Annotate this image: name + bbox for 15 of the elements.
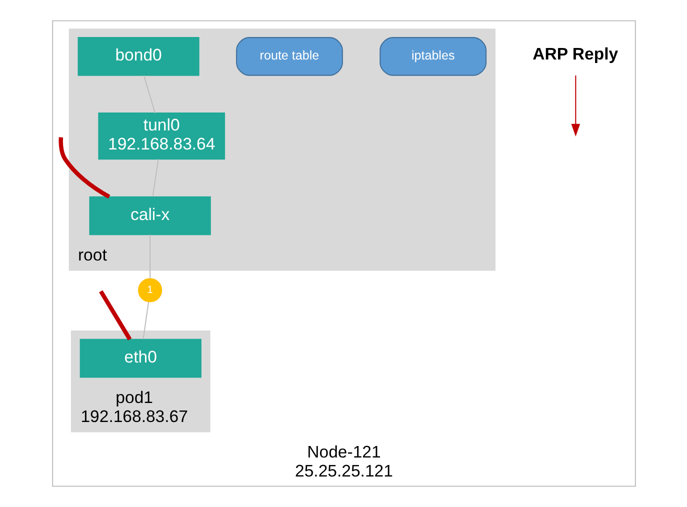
node-circle: 1 (138, 278, 162, 302)
node-box: route table (236, 37, 342, 76)
node-box: eth0 (79, 338, 201, 378)
node-box: iptables (379, 37, 486, 76)
connector (152, 159, 158, 197)
node-label: 25.25.25.121 (294, 462, 392, 481)
connector (142, 75, 156, 114)
node-box: cali-x (88, 196, 210, 236)
connector (142, 302, 149, 340)
connector (58, 137, 110, 199)
node-box: tunl0 192.168.83.64 (98, 112, 225, 160)
node-text: ARP Reply (532, 44, 618, 64)
connector (98, 290, 132, 340)
node-box: bond0 (77, 37, 199, 76)
arrow (570, 75, 580, 137)
